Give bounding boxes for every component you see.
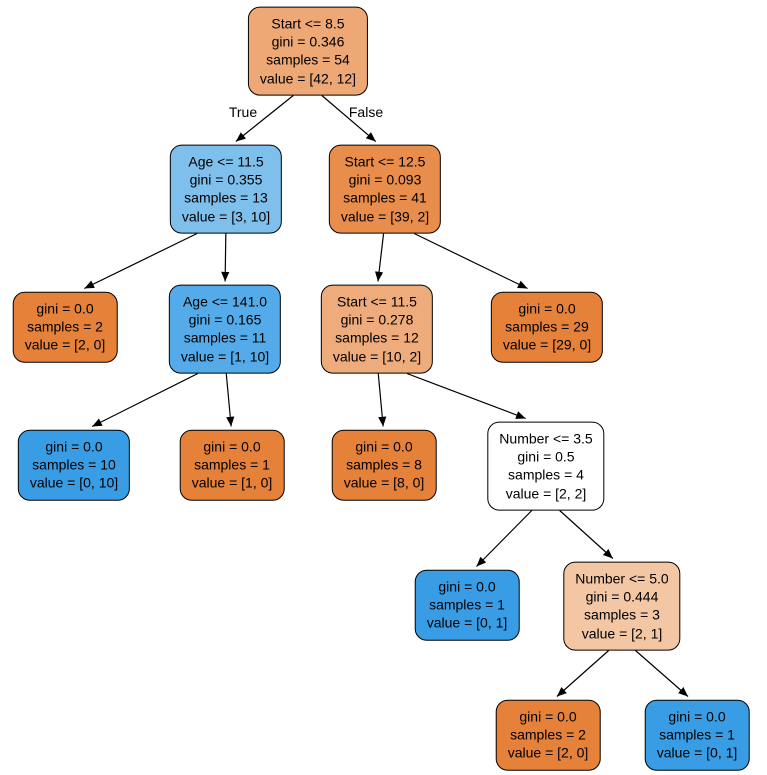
tree-node-0-line-0: Start <= 8.5: [271, 15, 345, 32]
tree-node-0-line-2: samples = 54: [266, 52, 350, 68]
tree-node-5-line-3: value = [10, 2]: [332, 348, 422, 365]
tree-node-1-line-1: gini = 0.355: [189, 171, 263, 188]
tree-edge-5-9: [377, 373, 387, 427]
tree-edge-1-3: [84, 232, 198, 290]
tree-node-11-line-1: samples = 1: [429, 596, 505, 613]
tree-node-8-line-0: gini = 0.0: [203, 438, 261, 455]
tree-edge-12-13: [556, 650, 610, 697]
tree-node-8-line-1: samples = 1: [194, 456, 270, 473]
tree-node-7-line-2: value = [0, 10]: [29, 475, 119, 492]
tree-node-2-line-3: value = [39, 2]: [340, 208, 430, 225]
tree-node-7-line-1: samples = 10: [32, 456, 116, 473]
tree-node-1-line-2: samples = 13: [184, 190, 268, 206]
tree-node-3-line-0: gini = 0.0: [36, 300, 94, 317]
tree-node-13-line-0: gini = 0.0: [519, 708, 577, 725]
tree-node-5-line-1: gini = 0.278: [340, 311, 414, 328]
tree-node-9-line-1: samples = 8: [346, 456, 422, 473]
tree-node-10-line-3: value = [2, 2]: [505, 485, 587, 502]
tree-node-4-line-1: gini = 0.165: [188, 311, 262, 328]
tree-node-3-line-2: value = [2, 0]: [24, 337, 106, 354]
tree-node-6-line-0: gini = 0.0: [518, 300, 576, 317]
tree-edge-10-11: [476, 510, 533, 567]
tree-edge-5-10: [406, 372, 526, 420]
tree-edge-2-6: [413, 232, 528, 290]
tree-edge-2-5: [375, 233, 385, 282]
tree-node-4-line-2: samples = 11: [183, 330, 267, 346]
tree-node-10-line-2: samples = 4: [508, 467, 584, 483]
tree-node-4-line-3: value = [1, 10]: [180, 348, 270, 365]
tree-node-13-line-2: value = [2, 0]: [507, 745, 589, 762]
tree-node-2-line-1: gini = 0.093: [348, 171, 422, 188]
tree-edge-10-12: [559, 510, 614, 559]
tree-edge-1-4: [221, 233, 230, 282]
tree-edge-4-7: [91, 372, 199, 428]
tree-node-12-line-1: gini = 0.444: [585, 588, 659, 605]
tree-node-10-line-0: Number <= 3.5: [499, 430, 593, 447]
tree-node-7-line-0: gini = 0.0: [45, 438, 103, 455]
tree-node-1-line-3: value = [3, 10]: [181, 208, 271, 225]
tree-node-2-line-2: samples = 41: [343, 190, 427, 206]
tree-edge-12-14: [635, 650, 689, 697]
edge-label-true: True: [228, 104, 258, 120]
tree-node-0-line-3: value = [42, 12]: [259, 70, 357, 87]
tree-node-5-line-2: samples = 12: [335, 330, 419, 346]
tree-node-9-line-0: gini = 0.0: [355, 438, 413, 455]
tree-node-13-line-1: samples = 2: [510, 726, 586, 743]
tree-edge-4-8: [225, 373, 235, 427]
tree-node-4-line-0: Age <= 141.0: [182, 293, 268, 310]
tree-node-9-line-2: value = [8, 0]: [343, 475, 425, 492]
tree-node-14-line-0: gini = 0.0: [668, 708, 726, 725]
tree-node-14-line-1: samples = 1: [659, 726, 735, 743]
tree-node-0-line-1: gini = 0.346: [271, 33, 345, 50]
tree-node-10-line-1: gini = 0.5: [517, 448, 575, 465]
tree-node-11-line-2: value = [0, 1]: [426, 615, 508, 632]
tree-node-6-line-1: samples = 29: [505, 318, 589, 335]
tree-node-12-line-3: value = [2, 1]: [581, 625, 663, 642]
tree-node-3-line-1: samples = 2: [27, 318, 103, 335]
tree-node-8-line-2: value = [1, 0]: [191, 475, 273, 492]
edge-label-false: False: [348, 104, 384, 120]
tree-node-14-line-2: value = [0, 1]: [656, 745, 738, 762]
tree-node-2-line-0: Start <= 12.5: [344, 153, 426, 170]
tree-node-5-line-0: Start <= 11.5: [337, 293, 417, 310]
tree-node-6-line-2: value = [29, 0]: [502, 337, 592, 354]
tree-node-1-line-0: Age <= 11.5: [188, 153, 264, 170]
tree-node-12-line-0: Number <= 5.0: [575, 570, 669, 587]
tree-node-12-line-2: samples = 3: [584, 607, 660, 623]
tree-node-11-line-0: gini = 0.0: [438, 578, 496, 595]
